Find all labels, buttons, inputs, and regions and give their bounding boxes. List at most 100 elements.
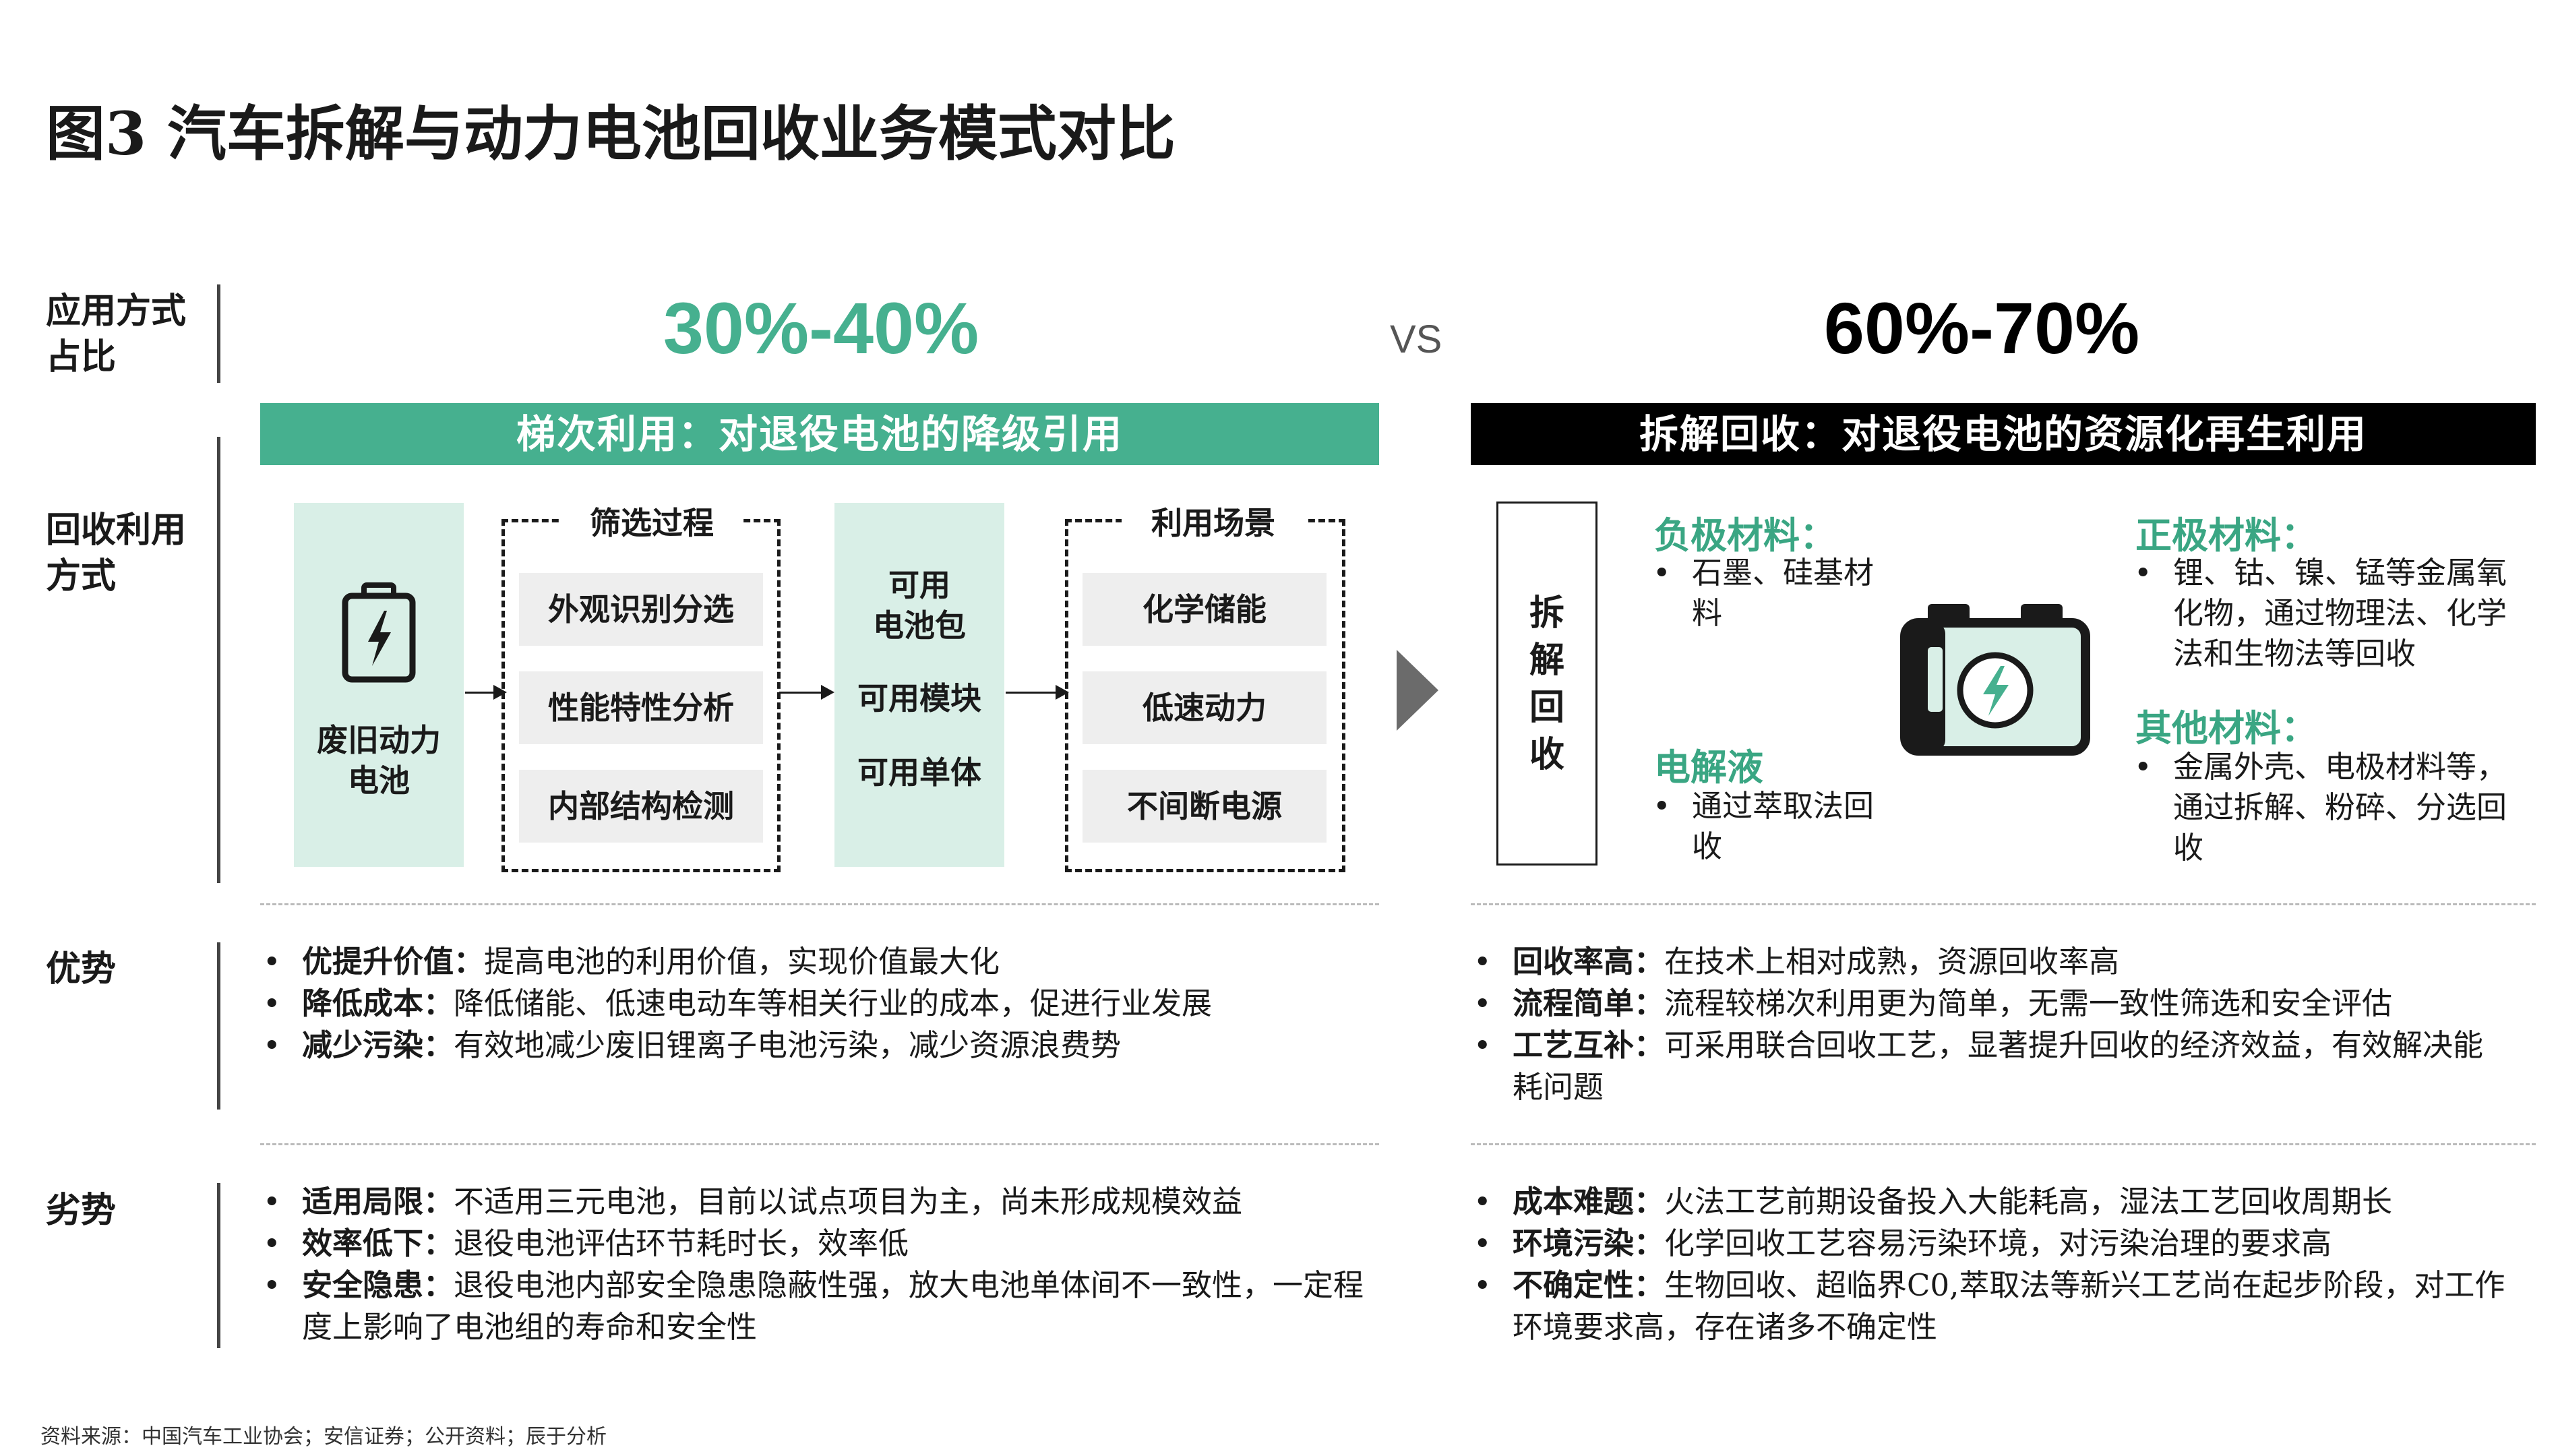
dismantle-label-char4: 收	[1529, 734, 1564, 775]
anode-title: 负极材料：	[1654, 514, 1836, 557]
right-dis-text: 火法工艺前期设备投入大能耗高，湿法工艺回收周期长	[1664, 1184, 2393, 1219]
right-dis-item: 环境污染：化学回收工艺容易污染环境，对污染治理的要求高	[1471, 1223, 2509, 1265]
row-label-method-line1: 回收利用	[46, 510, 187, 551]
scenario-item-lowspeed: 低速动力	[1083, 671, 1327, 744]
screening-item-structure: 内部结构检测	[519, 770, 763, 843]
left-dis-key: 安全隐患：	[302, 1267, 454, 1303]
usable-cell: 可用单体	[857, 754, 981, 791]
row-divider-advantage	[217, 942, 220, 1110]
right-adv-item: 回收率高：在技术上相对成熟，资源回收率高	[1471, 941, 2509, 983]
left-adv-item: 优提升价值：提高电池的利用价值，实现价值最大化	[260, 941, 1386, 983]
left-adv-text: 降低储能、低速电动车等相关行业的成本，促进行业发展	[454, 985, 1213, 1021]
other-title: 其他材料：	[2135, 706, 2317, 750]
right-dis-item: 成本难题：火法工艺前期设备投入大能耗高，湿法工艺回收周期长	[1471, 1181, 2509, 1223]
page-title: 图3 汽车拆解与动力电池回收业务模式对比	[46, 98, 1176, 169]
left-dis-key: 效率低下：	[302, 1225, 454, 1261]
row-label-share-line1: 应用方式	[46, 291, 187, 332]
left-adv-text: 提高电池的利用价值，实现价值最大化	[484, 944, 1000, 979]
dismantle-label-char3: 回	[1529, 687, 1564, 728]
right-adv-key: 回收率高：	[1513, 944, 1665, 979]
left-adv-text: 有效地减少废旧锂离子电池污染，减少资源浪费势	[454, 1027, 1122, 1063]
retired-battery-label-line2: 电池	[348, 762, 410, 799]
vs-label: VS	[1390, 317, 1442, 361]
right-advantages: 回收率高：在技术上相对成熟，资源回收率高 流程简单：流程较梯次利用更为简单，无需…	[1471, 941, 2509, 1108]
right-header: 拆解回收：对退役电池的资源化再生利用	[1471, 403, 2536, 465]
usable-module: 可用模块	[857, 680, 981, 717]
usable-pack: 可用 电池包	[834, 565, 1004, 646]
source-note: 资料来源：中国汽车工业协会；安信证券；公开资料；辰于分析	[40, 1425, 607, 1449]
dismantle-label-char1: 拆	[1529, 593, 1564, 634]
left-adv-item: 减少污染：有效地减少废旧锂离子电池污染，减少资源浪费势	[260, 1025, 1386, 1066]
retired-battery-box: 废旧动力 电池	[294, 503, 464, 867]
left-advantages: 优提升价值：提高电池的利用价值，实现价值最大化 降低成本：降低储能、低速电动车等…	[260, 941, 1386, 1066]
separator-right-2	[1471, 1143, 2536, 1145]
screening-title: 筛选过程	[561, 499, 743, 543]
retired-battery-label: 废旧动力 电池	[294, 720, 464, 801]
left-dis-text: 不适用三元电池，目前以试点项目为主，尚未形成规模效益	[454, 1184, 1243, 1219]
left-dis-item: 适用局限：不适用三元电池，目前以试点项目为主，尚未形成规模效益	[260, 1181, 1386, 1223]
right-dis-item: 不确定性：生物回收、超临界C0,萃取法等新兴工艺尚在起步阶段，对工作环境要求高，…	[1471, 1265, 2509, 1348]
right-dis-text: 生物回收、超临界C0,萃取法等新兴工艺尚在起步阶段，对工作环境要求高，存在诸多不…	[1513, 1267, 2505, 1345]
arrow-2-line	[779, 692, 824, 694]
left-dis-key: 适用局限：	[302, 1184, 454, 1219]
left-dis-item: 效率低下：退役电池评估环节耗时长，效率低	[260, 1223, 1386, 1265]
arrow-1-line	[465, 692, 495, 694]
battery-icon	[342, 582, 416, 683]
right-dis-key: 不确定性：	[1513, 1267, 1665, 1303]
dismantle-label: 拆 解 回 收	[1498, 590, 1595, 779]
left-adv-key: 减少污染：	[302, 1027, 454, 1063]
separator-right-1	[1471, 903, 2536, 905]
left-adv-item: 降低成本：降低储能、低速电动车等相关行业的成本，促进行业发展	[260, 983, 1386, 1025]
left-dis-item: 安全隐患：退役电池内部安全隐患隐蔽性强，放大电池单体间不一致性，一定程度上影响了…	[260, 1265, 1386, 1348]
screening-item-appearance: 外观识别分选	[519, 573, 763, 646]
separator-left-1	[260, 903, 1379, 905]
right-adv-key: 流程简单：	[1513, 985, 1665, 1021]
row-label-method-line2: 方式	[46, 555, 117, 597]
right-dis-key: 成本难题：	[1513, 1184, 1665, 1219]
right-disadvantages: 成本难题：火法工艺前期设备投入大能耗高，湿法工艺回收周期长 环境污染：化学回收工…	[1471, 1181, 2509, 1348]
other-item: 金属外壳、电极材料等，通过拆解、粉碎、分选回收	[2130, 747, 2521, 868]
left-adv-key: 降低成本：	[302, 985, 454, 1021]
electrolyte-item: 通过萃取法回收	[1649, 786, 1878, 867]
right-adv-item: 工艺互补：可采用联合回收工艺，显著提升回收的经济效益，有效解决能耗问题	[1471, 1025, 2509, 1108]
row-label-share-line2: 占比	[46, 336, 117, 377]
right-adv-item: 流程简单：流程较梯次利用更为简单，无需一致性筛选和安全评估	[1471, 983, 2509, 1025]
retired-battery-label-line1: 废旧动力	[317, 722, 441, 758]
scenario-title: 利用场景	[1122, 499, 1305, 543]
row-label-disadvantage: 劣势	[46, 1190, 117, 1231]
arrow-3-line	[1006, 692, 1058, 694]
transition-arrow-icon	[1397, 650, 1438, 731]
anode-item: 石墨、硅基材料	[1649, 553, 1878, 634]
right-adv-key: 工艺互补：	[1513, 1027, 1665, 1063]
electrolyte-title: 电解液	[1654, 746, 1763, 789]
screening-item-performance: 性能特性分析	[519, 671, 763, 744]
row-label-method: 回收利用 方式	[46, 508, 186, 599]
electrolyte-list: 通过萃取法回收	[1649, 786, 1878, 867]
right-adv-text: 在技术上相对成熟，资源回收率高	[1664, 944, 2120, 979]
cathode-title: 正极材料：	[2135, 514, 2317, 557]
separator-left-2	[260, 1143, 1379, 1145]
left-adv-key: 优提升价值：	[302, 944, 485, 979]
right-dis-key: 环境污染：	[1513, 1225, 1665, 1261]
left-dis-text: 退役电池评估环节耗时长，效率低	[454, 1225, 909, 1261]
scenario-item-storage: 化学储能	[1083, 573, 1327, 646]
left-percent: 30%-40%	[663, 287, 979, 369]
usable-pack-line2: 电池包	[873, 607, 966, 644]
row-divider-disadvantage	[217, 1183, 220, 1348]
arrow-2-head	[821, 685, 834, 700]
dismantle-label-char2: 解	[1529, 640, 1564, 681]
usable-box: 可用 电池包 可用模块 可用单体	[834, 503, 1004, 867]
recycle-battery-icon	[1900, 604, 2090, 756]
usable-pack-line1: 可用	[888, 567, 950, 603]
left-dis-text: 退役电池内部安全隐患隐蔽性强，放大电池单体间不一致性，一定程度上影响了电池组的寿…	[302, 1267, 1364, 1345]
right-dis-text: 化学回收工艺容易污染环境，对污染治理的要求高	[1664, 1225, 2332, 1261]
other-list: 金属外壳、电极材料等，通过拆解、粉碎、分选回收	[2130, 747, 2521, 868]
cathode-item: 锂、钴、镍、锰等金属氧化物，通过物理法、化学法和生物法等回收	[2130, 553, 2521, 674]
left-header: 梯次利用：对退役电池的降级引用	[260, 403, 1379, 465]
row-divider-share	[217, 284, 220, 383]
anode-list: 石墨、硅基材料	[1649, 553, 1878, 634]
right-adv-text: 可采用联合回收工艺，显著提升回收的经济效益，有效解决能耗问题	[1513, 1027, 2484, 1105]
cathode-list: 锂、钴、镍、锰等金属氧化物，通过物理法、化学法和生物法等回收	[2130, 553, 2521, 674]
dismantle-box: 拆 解 回 收	[1496, 502, 1597, 866]
right-adv-text: 流程较梯次利用更为简单，无需一致性筛选和安全评估	[1664, 985, 2393, 1021]
